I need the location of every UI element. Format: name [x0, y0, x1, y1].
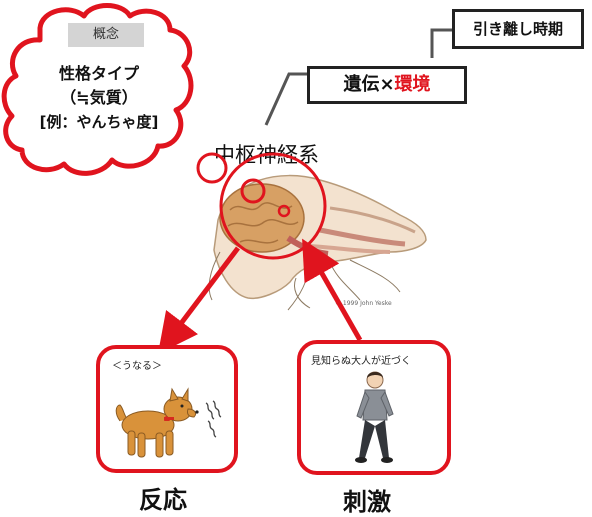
growl-caption: ＜うなる＞	[112, 361, 162, 372]
brain-circle-tiny	[277, 204, 291, 218]
growling-dog-icon	[115, 387, 222, 458]
temperament-text: （≒気質）	[60, 88, 138, 107]
arrow-to-reaction	[157, 246, 240, 354]
walking-stranger-icon	[355, 371, 394, 463]
cns-circle-small	[196, 152, 228, 184]
tag-connectors	[264, 28, 452, 126]
heredity-environment-tag: 遺伝×環境	[307, 66, 467, 104]
illustration-credit: © 1999 John Yeske	[335, 300, 392, 307]
stranger-caption: 見知らぬ大人が近づく	[311, 356, 411, 367]
stimulus-panel: 見知らぬ大人が近づく	[297, 340, 451, 475]
personality-type-text: 性格タイプ	[58, 64, 139, 83]
reaction-label: 反応	[139, 486, 187, 514]
separation-period-tag: 引き離し時期	[452, 9, 584, 49]
thought-cloud	[1, 3, 194, 176]
concept-badge: 概念	[68, 23, 144, 47]
heredity-text: 遺伝×	[343, 74, 395, 95]
reaction-panel: ＜うなる＞	[96, 345, 238, 473]
environment-text: 環境	[394, 74, 431, 95]
example-text: [例：やんちゃ度]	[39, 113, 159, 131]
arrow-from-stimulus	[302, 238, 363, 342]
cns-circle-large	[219, 152, 327, 260]
stimulus-label: 刺激	[343, 488, 391, 516]
brain-circle-medium	[240, 178, 266, 204]
